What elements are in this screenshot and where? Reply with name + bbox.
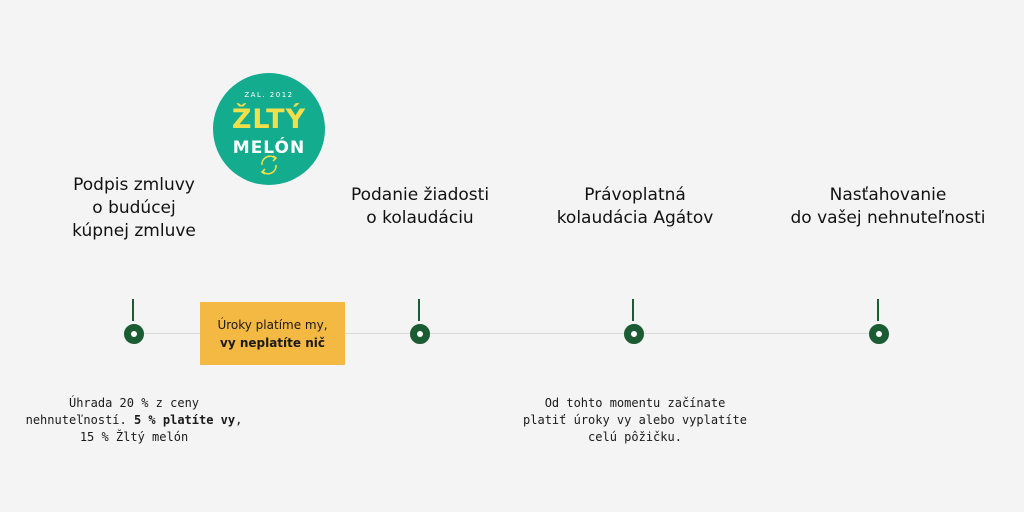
timeline-node-application — [410, 324, 430, 344]
timeline-tick — [418, 299, 420, 321]
note-payment-split: Úhrada 20 % z ceny nehnuteľností. 5 % pl… — [24, 395, 244, 446]
timeline-node-contract — [124, 324, 144, 344]
note-line: nehnuteľností. 5 % platíte vy, — [24, 412, 244, 429]
step-title-line: Podanie žiadosti — [350, 185, 490, 205]
badge-line-1: Úroky platíme my, — [217, 317, 328, 332]
note-interest-start: Od tohto momentu začínate platiť úroky v… — [520, 395, 750, 446]
timeline-line — [133, 333, 878, 334]
step-title-line: o budúcej — [92, 198, 176, 218]
zlty-melon-logo: ZAL. 2012 ŽLTÝ MELÓN — [213, 73, 325, 185]
logo-word-zlty: ŽLTÝ — [232, 103, 306, 135]
note-text: , — [235, 413, 243, 427]
logo-graphic: ZAL. 2012 ŽLTÝ MELÓN — [232, 91, 306, 175]
step-title-contract: Podpis zmluvy o budúcej kúpnej zmluve — [54, 174, 214, 243]
step-title-line: do vašej nehnuteľnosti — [790, 208, 986, 228]
note-line: Úhrada 20 % z ceny — [68, 396, 200, 410]
logo-word-melon: MELÓN — [233, 136, 305, 158]
timeline-tick — [632, 299, 634, 321]
timeline-tick — [877, 299, 879, 321]
step-title-line: Nasťahovanie — [829, 185, 947, 205]
note-bold-text: 5 % platíte vy — [133, 413, 236, 427]
note-line: platiť úroky vy alebo vyplatíte — [523, 413, 747, 427]
step-title-line: kúpnej zmluve — [72, 221, 196, 241]
note-text: nehnuteľností. — [25, 413, 134, 427]
step-title-line: kolaudácia Agátov — [556, 208, 714, 228]
step-title-approval: Právoplatná kolaudácia Agátov — [544, 184, 726, 230]
step-title-application: Podanie žiadosti o kolaudáciu — [332, 184, 508, 230]
note-line: Od tohto momentu začínate — [544, 396, 726, 410]
step-title-move-in: Nasťahovanie do vašej nehnuteľnosti — [788, 184, 988, 230]
step-title-line: Podpis zmluvy — [73, 175, 195, 195]
note-line: celú pôžičku. — [588, 430, 682, 444]
badge-line-2: vy neplatíte nič — [220, 335, 325, 350]
recycle-arrows-icon — [260, 155, 278, 175]
timeline-node-approval — [624, 324, 644, 344]
interest-paid-by-us-badge: Úroky platíme my, vy neplatíte nič — [200, 302, 345, 365]
timeline-node-move-in — [869, 324, 889, 344]
note-line: 15 % Žltý melón — [79, 430, 189, 444]
logo-est: ZAL. 2012 — [244, 91, 293, 99]
timeline-tick — [132, 299, 134, 321]
step-title-line: Právoplatná — [584, 185, 686, 205]
step-title-line: o kolaudáciu — [366, 208, 474, 228]
